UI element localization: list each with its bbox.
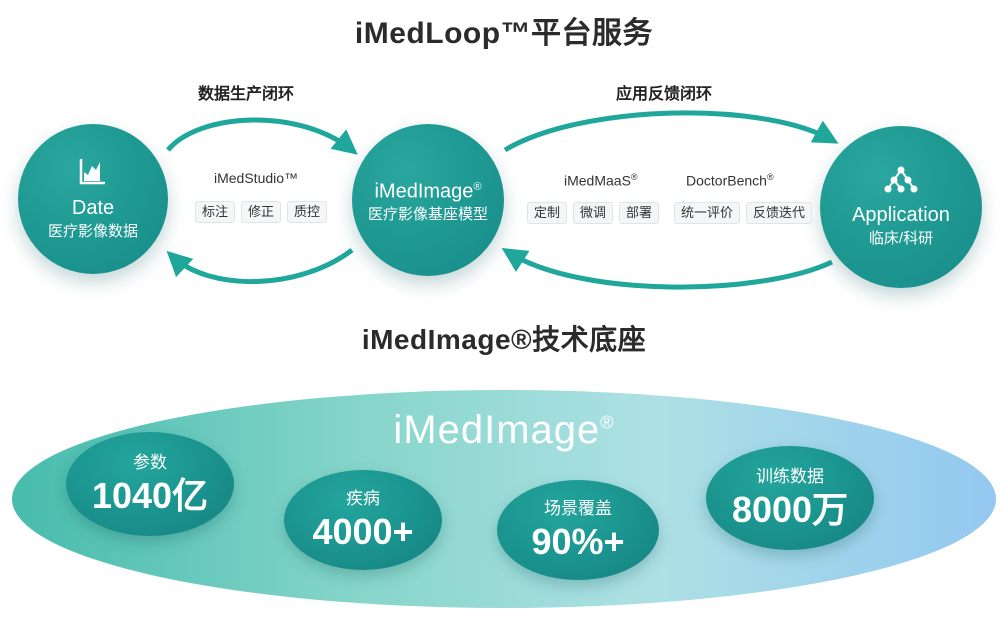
stat-training-data: 训练数据 8000万 <box>706 446 874 550</box>
studio-tags: 标注 修正 质控 <box>195 201 328 223</box>
maas-tag: 部署 <box>619 202 660 224</box>
stat-value: 4000+ <box>312 511 414 552</box>
registered-mark: ® <box>766 172 774 182</box>
stat-value: 1040亿 <box>91 475 209 516</box>
arrow-app-to-model <box>501 247 834 290</box>
bench-name-text: DoctorBench <box>686 172 767 189</box>
network-icon <box>884 165 918 198</box>
model-circle-title: iMedImage <box>374 180 474 203</box>
application-circle-title: Application <box>852 203 950 226</box>
arrow-data-to-model <box>166 117 358 155</box>
model-circle: iMedImage® 医疗影像基座模型 <box>352 124 504 276</box>
maas-tags: 定制 微调 部署 <box>527 202 660 224</box>
data-circle-subtitle: 医疗影像数据 <box>47 222 138 240</box>
stat-coverage: 场景覆盖 90%+ <box>497 480 659 580</box>
studio-name: iMedStudio™ <box>214 170 299 186</box>
studio-tag: 质控 <box>287 201 328 223</box>
bench-tag: 反馈迭代 <box>746 202 813 224</box>
bench-name: DoctorBench® <box>686 172 774 189</box>
stat-label: 疾病 <box>346 489 380 508</box>
maas-name-text: iMedMaaS <box>564 172 631 189</box>
stat-label: 参数 <box>133 453 167 472</box>
stat-diseases: 疾病 4000+ <box>284 470 442 570</box>
maas-tag: 定制 <box>527 202 568 224</box>
page-title: iMedLoop™平台服务 <box>354 17 654 50</box>
foundation-title: iMedImage® <box>0 408 1008 453</box>
chart-icon <box>78 156 108 191</box>
maas-tag: 微调 <box>573 202 614 224</box>
bench-tag: 统一评价 <box>674 202 741 224</box>
stat-label: 训练数据 <box>756 467 824 486</box>
data-circle-title: Date <box>71 196 115 219</box>
data-loop-label: 数据生产闭环 <box>198 86 295 103</box>
maas-name: iMedMaaS® <box>564 172 638 189</box>
app-loop-label: 应用反馈闭环 <box>616 86 713 103</box>
studio-tag: 标注 <box>195 201 236 223</box>
stat-label: 场景覆盖 <box>544 499 612 518</box>
registered-mark: ® <box>600 412 615 433</box>
section-title: iMedImage®技术底座 <box>361 324 647 355</box>
registered-mark: ® <box>630 172 638 182</box>
registered-mark: ® <box>473 180 482 193</box>
application-circle: Application 临床/科研 <box>820 126 982 288</box>
stat-parameters: 参数 1040亿 <box>66 432 234 536</box>
stat-value: 90%+ <box>531 521 625 562</box>
studio-tag: 修正 <box>241 201 282 223</box>
stat-value: 8000万 <box>731 489 849 530</box>
loop-arrows <box>166 110 839 290</box>
data-circle: Date 医疗影像数据 <box>18 124 168 274</box>
foundation-title-text: iMedImage <box>393 408 601 452</box>
arrow-model-to-app <box>503 110 839 153</box>
application-circle-subtitle: 临床/科研 <box>868 229 934 247</box>
model-circle-subtitle: 医疗影像基座模型 <box>367 206 488 224</box>
bench-tags: 统一评价 反馈迭代 <box>674 202 813 224</box>
arrow-model-to-data <box>166 248 354 285</box>
